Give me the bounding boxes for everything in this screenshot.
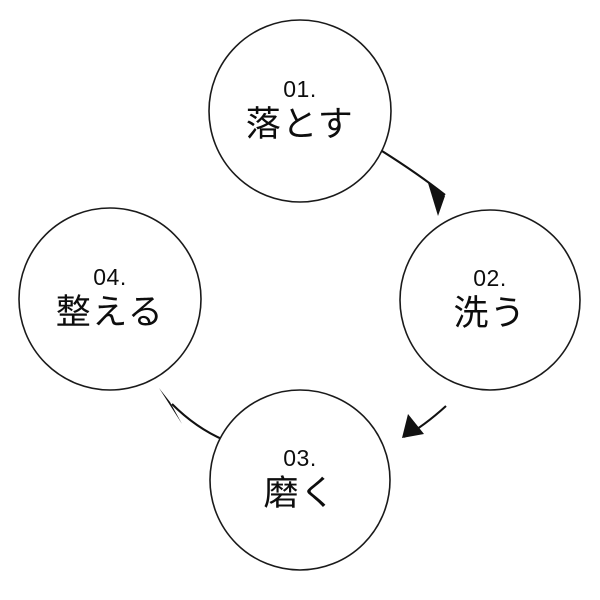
- arrow-03-to-04-line: [171, 403, 225, 441]
- node-01-circle[interactable]: [208, 19, 392, 203]
- connector-group: [159, 145, 447, 441]
- arrow-01-to-02-head: [428, 183, 445, 216]
- node-02-circle[interactable]: [399, 209, 581, 391]
- arrow-02-to-03-head: [402, 414, 424, 438]
- arrow-01-to-02: [373, 145, 446, 216]
- node-circle-group: [18, 19, 581, 571]
- arrow-03-to-04-head: [159, 388, 182, 424]
- arrow-02-to-03: [402, 405, 447, 438]
- node-03-circle[interactable]: [209, 389, 391, 571]
- arrow-01-to-02-line: [373, 145, 446, 196]
- node-04-circle[interactable]: [18, 207, 202, 391]
- arrow-03-to-04: [159, 388, 225, 441]
